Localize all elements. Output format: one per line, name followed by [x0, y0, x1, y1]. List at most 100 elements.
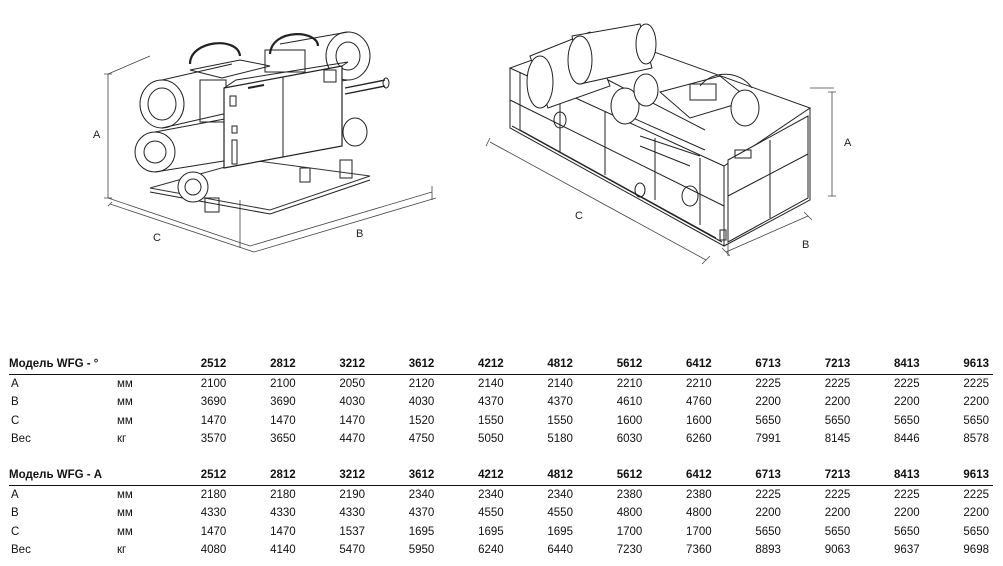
value-cell: 1520 — [408, 414, 435, 427]
right-dim-b-label: B — [802, 239, 809, 251]
value-cell: 2225 — [755, 377, 781, 390]
unit-cell: мм — [117, 507, 133, 520]
value-cell: 5650 — [824, 525, 851, 538]
value-cell: 2225 — [963, 377, 989, 390]
parameter-cell: A — [11, 377, 19, 390]
value-cell: 3690 — [270, 396, 296, 409]
value-cell: 2200 — [755, 396, 781, 409]
value-cell: 2225 — [894, 377, 920, 390]
unit-cell: кг — [117, 544, 127, 557]
value-cell: 2200 — [963, 396, 989, 409]
value-cell: 3570 — [200, 433, 227, 446]
model-header: 5612 — [616, 469, 643, 482]
left-dim-b-label: B — [356, 228, 363, 240]
value-cell: 8578 — [963, 433, 989, 446]
model-header: 2812 — [270, 469, 296, 482]
model-header: 4812 — [547, 469, 573, 482]
value-cell: 2380 — [616, 488, 643, 501]
model-header: 6412 — [686, 469, 712, 482]
value-cell: 3650 — [270, 433, 296, 446]
value-cell: 2120 — [408, 377, 435, 390]
value-cell: 2200 — [894, 396, 920, 409]
value-cell: 1600 — [686, 414, 712, 427]
model-header: 7213 — [824, 358, 851, 371]
value-cell: 2340 — [408, 488, 435, 501]
value-cell: 2100 — [270, 377, 296, 390]
value-cell: 4470 — [339, 433, 365, 446]
model-header: 9613 — [963, 469, 989, 482]
unit-cell: мм — [117, 525, 133, 538]
value-cell: 5650 — [824, 414, 851, 427]
model-header: 4812 — [547, 358, 573, 371]
value-cell: 1537 — [339, 525, 365, 538]
value-cell: 4370 — [408, 507, 435, 520]
value-cell: 8446 — [894, 433, 920, 446]
left-unit-drawing — [104, 31, 437, 253]
model-header: 8413 — [894, 469, 920, 482]
model-header: 2512 — [200, 469, 227, 482]
value-cell: 2100 — [200, 377, 227, 390]
value-cell: 2180 — [200, 488, 227, 501]
value-cell: 4030 — [408, 396, 435, 409]
value-cell: 4610 — [616, 396, 643, 409]
dimensions-table-wfg-degree: Модель WFG - ° 2512 2812 3212 3612 4212 … — [9, 355, 993, 449]
value-cell: 4330 — [200, 507, 227, 520]
value-cell: 5650 — [894, 414, 920, 427]
value-cell: 9698 — [963, 544, 989, 557]
model-header: 4212 — [478, 358, 504, 371]
value-cell: 8893 — [755, 544, 781, 557]
model-header: 6713 — [755, 469, 781, 482]
value-cell: 1550 — [478, 414, 504, 427]
left-dim-a-label: A — [93, 129, 101, 141]
value-cell: 5050 — [478, 433, 504, 446]
value-cell: 2225 — [755, 488, 781, 501]
value-cell: 4370 — [478, 396, 504, 409]
value-cell: 4330 — [339, 507, 365, 520]
value-cell: 5650 — [963, 414, 989, 427]
value-cell: 2190 — [339, 488, 365, 501]
table-header-row: Модель WFG - А 2512 2812 3212 3612 4212 … — [9, 466, 993, 485]
value-cell: 2200 — [894, 507, 920, 520]
value-cell: 8145 — [824, 433, 851, 446]
value-cell: 4750 — [408, 433, 435, 446]
unit-cell: мм — [117, 488, 133, 501]
dimensions-table-wfg-a: Модель WFG - А 2512 2812 3212 3612 4212 … — [9, 466, 993, 560]
value-cell: 1600 — [616, 414, 643, 427]
parameter-cell: C — [11, 525, 20, 538]
value-cell: 5650 — [963, 525, 989, 538]
value-cell: 1470 — [200, 525, 227, 538]
value-cell: 1695 — [478, 525, 504, 538]
value-cell: 6030 — [616, 433, 643, 446]
right-unit-drawing — [485, 23, 836, 265]
value-cell: 2225 — [963, 488, 989, 501]
unit-cell: мм — [117, 414, 133, 427]
value-cell: 2210 — [686, 377, 712, 390]
value-cell: 2050 — [339, 377, 365, 390]
model-header: 3212 — [339, 469, 365, 482]
value-cell: 1470 — [339, 414, 365, 427]
value-cell: 7230 — [616, 544, 643, 557]
value-cell: 5180 — [547, 433, 573, 446]
value-cell: 2140 — [478, 377, 504, 390]
right-dim-a-label: A — [844, 137, 852, 149]
model-header: 5612 — [616, 358, 643, 371]
dimension-drawings: A C B — [93, 23, 852, 265]
value-cell: 4800 — [686, 507, 712, 520]
value-cell: 1700 — [686, 525, 712, 538]
value-cell: 2200 — [824, 396, 851, 409]
model-header: 3612 — [408, 358, 435, 371]
value-cell: 1695 — [547, 525, 573, 538]
value-cell: 7360 — [686, 544, 712, 557]
parameter-cell: B — [11, 396, 19, 409]
value-cell: 4370 — [547, 396, 573, 409]
model-header: 3612 — [408, 469, 435, 482]
parameter-cell: A — [11, 488, 19, 501]
model-header: 2512 — [200, 358, 227, 371]
value-cell: 2340 — [478, 488, 504, 501]
value-cell: 2180 — [270, 488, 296, 501]
